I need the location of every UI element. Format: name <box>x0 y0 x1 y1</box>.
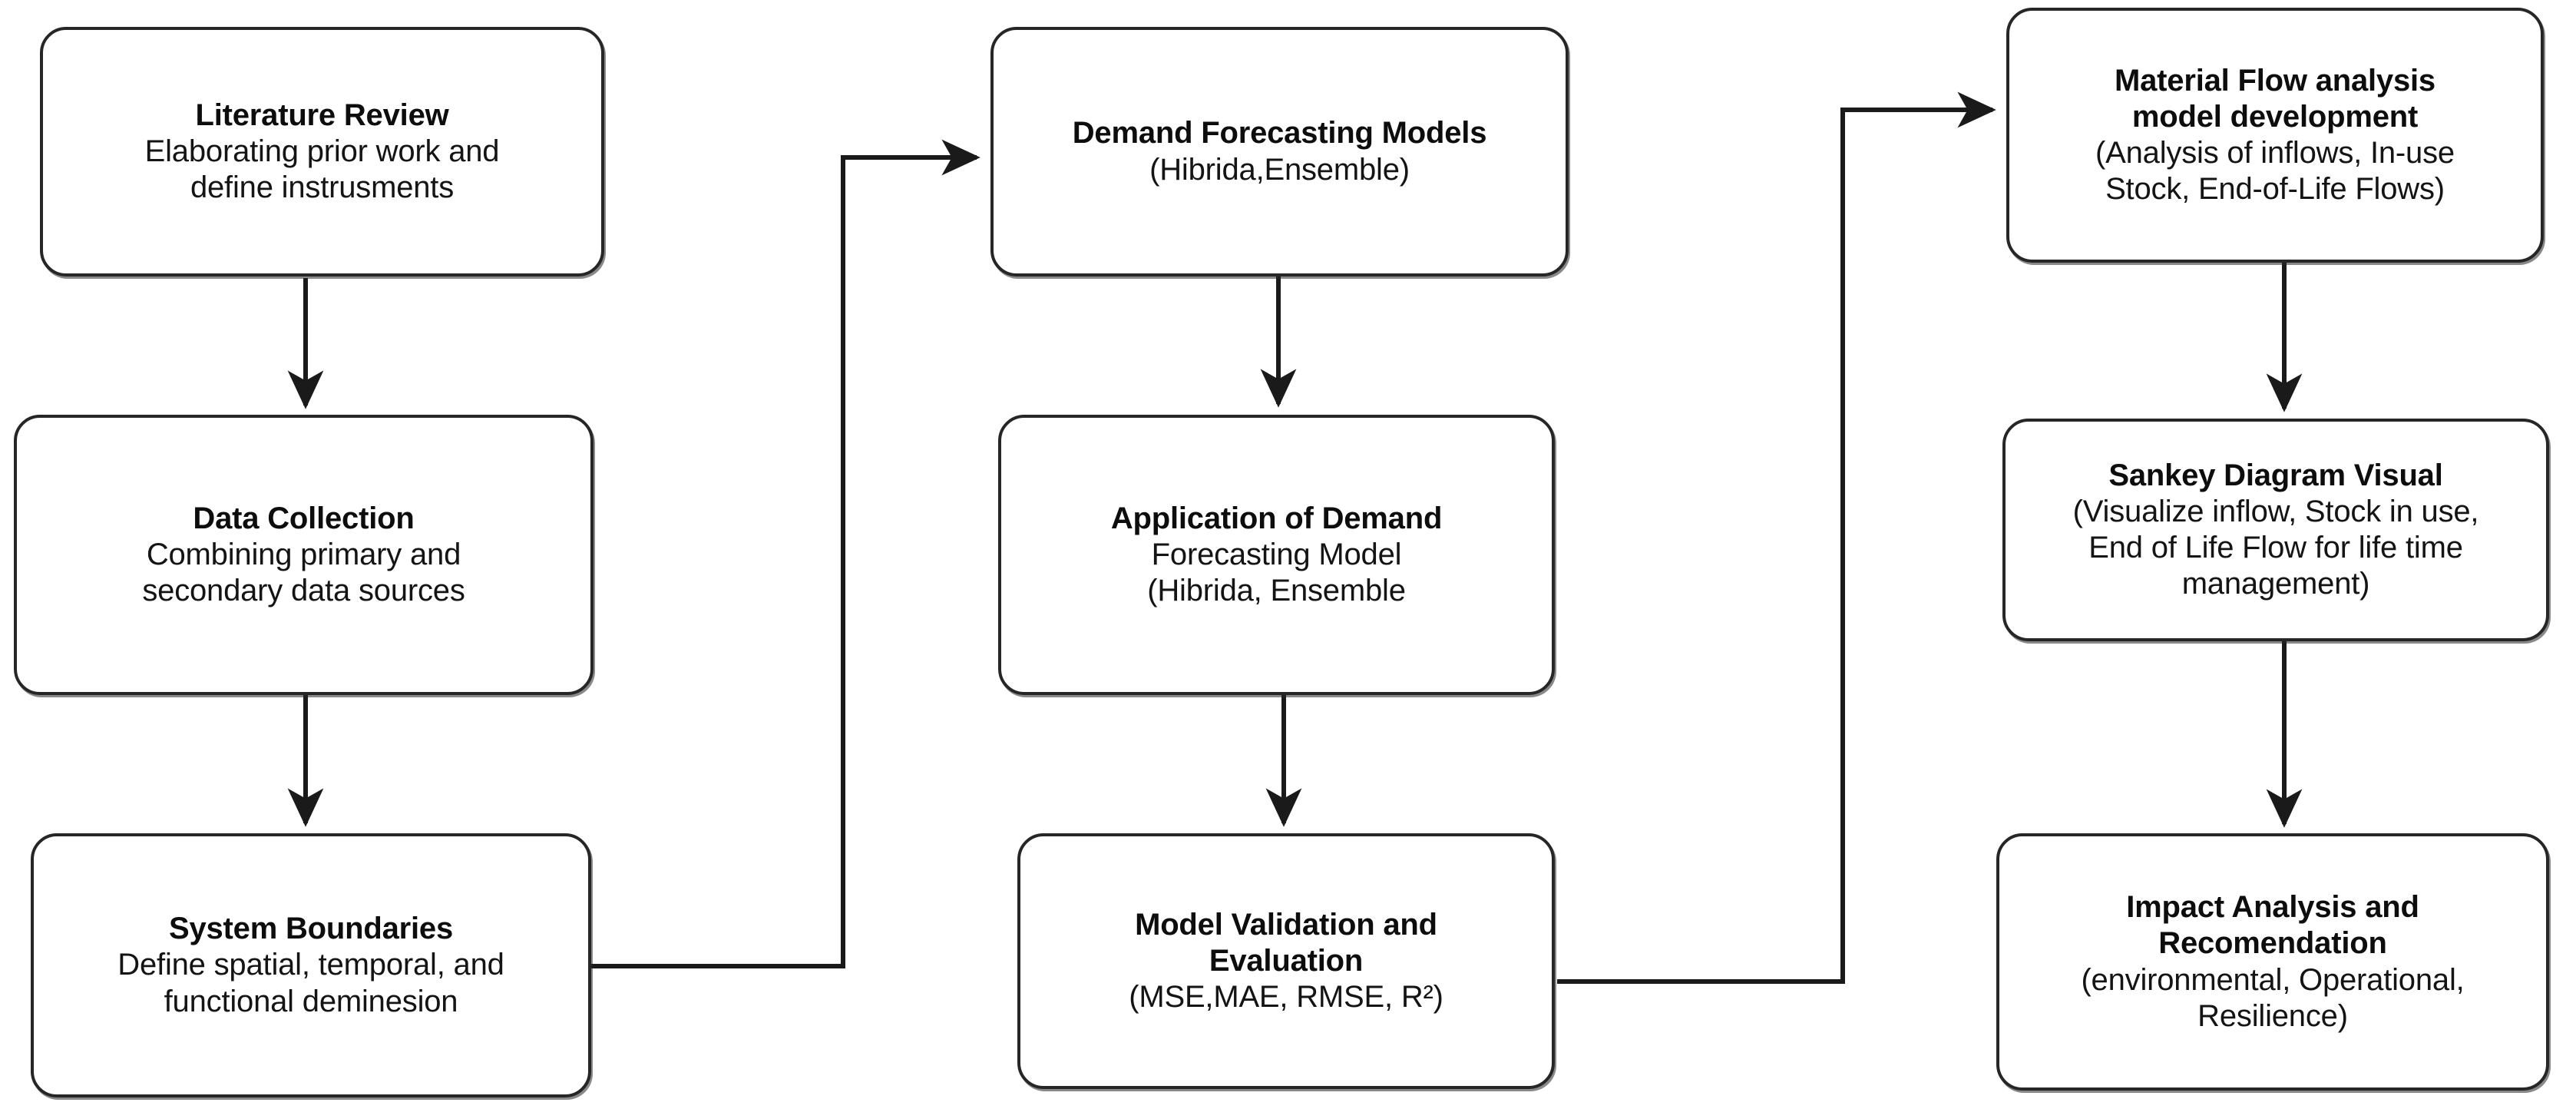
node-subtitle-line: Elaborating prior work and <box>144 134 500 168</box>
node-subtitle-line: End of Life Flow for life time <box>2088 531 2463 564</box>
node-subtitle-line: Resilience) <box>2197 998 2348 1033</box>
node-data-collection[interactable]: Data Collection Combining primary and se… <box>14 415 594 695</box>
node-subtitle-line: define instrusments <box>190 170 455 205</box>
node-title: Sankey Diagram Visual <box>2108 458 2443 492</box>
node-title: Literature Review <box>195 98 449 132</box>
node-title-line: Recomendation <box>2158 926 2387 961</box>
node-title: Data Collection <box>193 501 415 535</box>
edge-model-validation-to-material-flow-analysis <box>1557 91 1996 984</box>
node-subtitle-line: (MSE,MAE, RMSE, R²) <box>1129 980 1443 1015</box>
edge-system-boundaries-to-demand-forecasting-models <box>591 139 980 968</box>
node-subtitle-line: management) <box>2181 567 2370 601</box>
node-subtitle-line: Stock, End-of-Life Flows) <box>2105 172 2445 207</box>
node-subtitle-line: Forecasting Model <box>1151 537 1402 571</box>
node-subtitle-line: (Analysis of inflows, In-use <box>2095 136 2455 170</box>
node-subtitle-line: (Hibrida, Ensemble <box>1147 574 1406 608</box>
node-subtitle-line: (Visualize inflow, Stock in use, <box>2072 494 2479 528</box>
node-material-flow-analysis-model-development[interactable]: Material Flow analysis model development… <box>2006 8 2544 263</box>
node-title: Application of Demand <box>1110 501 1443 535</box>
node-demand-forecasting-models[interactable]: Demand Forecasting Models (Hibrida,Ensem… <box>990 27 1569 276</box>
node-subtitle-line: secondary data sources <box>142 574 465 608</box>
node-application-of-demand-forecasting-model[interactable]: Application of Demand Forecasting Model … <box>998 415 1555 695</box>
node-subtitle-line: Define spatial, temporal, and <box>117 948 504 982</box>
node-title-line: Model Validation and <box>1135 907 1437 942</box>
node-system-boundaries[interactable]: System Boundaries Define spatial, tempor… <box>31 833 591 1097</box>
node-impact-analysis-and-recomendation[interactable]: Impact Analysis and Recomendation (envir… <box>1996 833 2549 1091</box>
node-title: System Boundaries <box>168 912 454 946</box>
node-title-line: Material Flow analysis <box>2115 63 2435 98</box>
node-sankey-diagram-visual[interactable]: Sankey Diagram Visual (Visualize inflow,… <box>2002 419 2549 641</box>
node-title-line: Evaluation <box>1209 943 1364 978</box>
node-subtitle-line: functional deminesion <box>164 984 458 1018</box>
node-subtitle-line: (Hibrida,Ensemble) <box>1149 152 1410 187</box>
node-literature-review[interactable]: Literature Review Elaborating prior work… <box>40 27 604 276</box>
node-title-line: model development <box>2131 99 2419 134</box>
node-title: Demand Forecasting Models <box>1072 116 1487 151</box>
node-subtitle-line: (environmental, Operational, <box>2081 962 2465 997</box>
node-subtitle-line: Combining primary and <box>146 537 461 571</box>
node-model-validation-and-evaluation[interactable]: Model Validation and Evaluation (MSE,MAE… <box>1017 833 1555 1089</box>
node-title-line: Impact Analysis and <box>2126 890 2419 925</box>
